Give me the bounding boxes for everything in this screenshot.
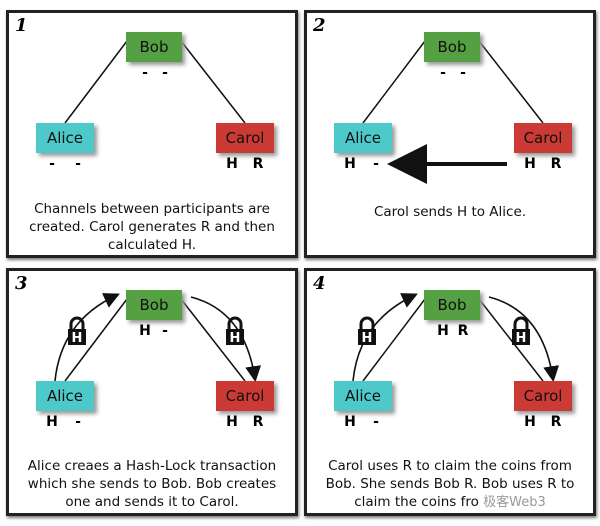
carol-value-1: R <box>252 156 264 172</box>
caption-line: Carol sends H to Alice. <box>373 204 527 220</box>
carol-node: Carol <box>216 123 274 153</box>
channel-alice-bob <box>64 298 128 382</box>
caption: Carol sends H to Alice. <box>307 203 593 221</box>
panel-number: 4 <box>313 273 326 294</box>
bob-value-1: - <box>460 65 466 81</box>
carol-value-1: R <box>252 414 264 430</box>
padlock-icon: H <box>226 316 244 346</box>
carol-node: Carol <box>216 381 274 411</box>
lock-label: H <box>230 331 241 346</box>
bob-value-0: - <box>142 65 148 81</box>
lock-label: H <box>362 331 373 346</box>
channel-alice-bob <box>64 40 128 124</box>
alice-value-0: - <box>49 156 55 172</box>
caption-line: which she sends to Bob. Bob creates <box>27 476 277 492</box>
carol-node: Carol <box>514 381 572 411</box>
alice-value-1: - <box>75 156 81 172</box>
carol-value-1: R <box>550 414 562 430</box>
panel-number: 3 <box>15 273 28 294</box>
bob-node: Bob <box>424 290 480 320</box>
padlock-icon: H <box>68 316 86 346</box>
carol-value-1: R <box>550 156 562 172</box>
alice-node: Alice <box>334 123 392 153</box>
alice-value-0: H <box>344 156 356 172</box>
alice-value-0: H <box>344 414 356 430</box>
caption-line: one and sends it to Carol. <box>65 494 239 510</box>
caption-line: calculated H. <box>107 237 197 253</box>
carol-value-0: H <box>524 414 536 430</box>
channel-alice-bob <box>362 40 426 124</box>
htlc-arrow-bob-carol <box>190 296 262 383</box>
panel-number: 2 <box>313 15 326 36</box>
bob-value-0: - <box>440 65 446 81</box>
caption-line: Carol uses R to claim the coins from <box>328 458 572 474</box>
panel-number: 1 <box>15 15 28 36</box>
alice-value-0: H <box>46 414 58 430</box>
alice-value-1: - <box>373 156 379 172</box>
channel-bob-carol <box>478 40 544 124</box>
alice-node: Alice <box>36 123 94 153</box>
bob-value-1: - <box>162 323 168 339</box>
bob-value-0: H <box>437 323 449 339</box>
alice-value-1: - <box>75 414 81 430</box>
channel-bob-carol <box>180 298 246 382</box>
carol-node: Carol <box>514 123 572 153</box>
bob-node: Bob <box>424 32 480 62</box>
watermark: 极客Web3 <box>483 495 546 510</box>
channel-bob-carol <box>180 40 246 124</box>
bob-node: Bob <box>126 32 182 62</box>
channel-alice-bob <box>362 298 426 382</box>
bob-value-0: H <box>139 323 151 339</box>
caption-line: Bob. She sends Bob R. Bob uses R to <box>325 476 575 492</box>
bob-value-1: R <box>457 323 469 339</box>
bob-value-1: - <box>162 65 168 81</box>
bob-node: Bob <box>126 290 182 320</box>
carol-value-0: H <box>226 156 238 172</box>
padlock-icon: H <box>358 316 376 346</box>
padlock-icon: H <box>512 316 530 346</box>
lock-label: H <box>516 331 527 346</box>
caption-line: Channels between participants are <box>34 201 270 217</box>
channel-bob-carol <box>478 298 544 382</box>
caption-line: claim the coins fro 极客Web3 <box>354 494 546 510</box>
caption: Alice creaes a Hash-Lock transaction whic… <box>9 457 295 511</box>
alice-node: Alice <box>334 381 392 411</box>
lock-label: H <box>72 331 83 346</box>
alice-value-1: - <box>373 414 379 430</box>
caption-line: created. Carol generates R and then <box>29 219 275 235</box>
alice-node: Alice <box>36 381 94 411</box>
caption: Channels between participants are created… <box>9 200 295 254</box>
carol-value-0: H <box>524 156 536 172</box>
carol-value-0: H <box>226 414 238 430</box>
htlc-arrow-bob-carol <box>488 296 560 383</box>
caption-line: Alice creaes a Hash-Lock transaction <box>27 458 277 474</box>
